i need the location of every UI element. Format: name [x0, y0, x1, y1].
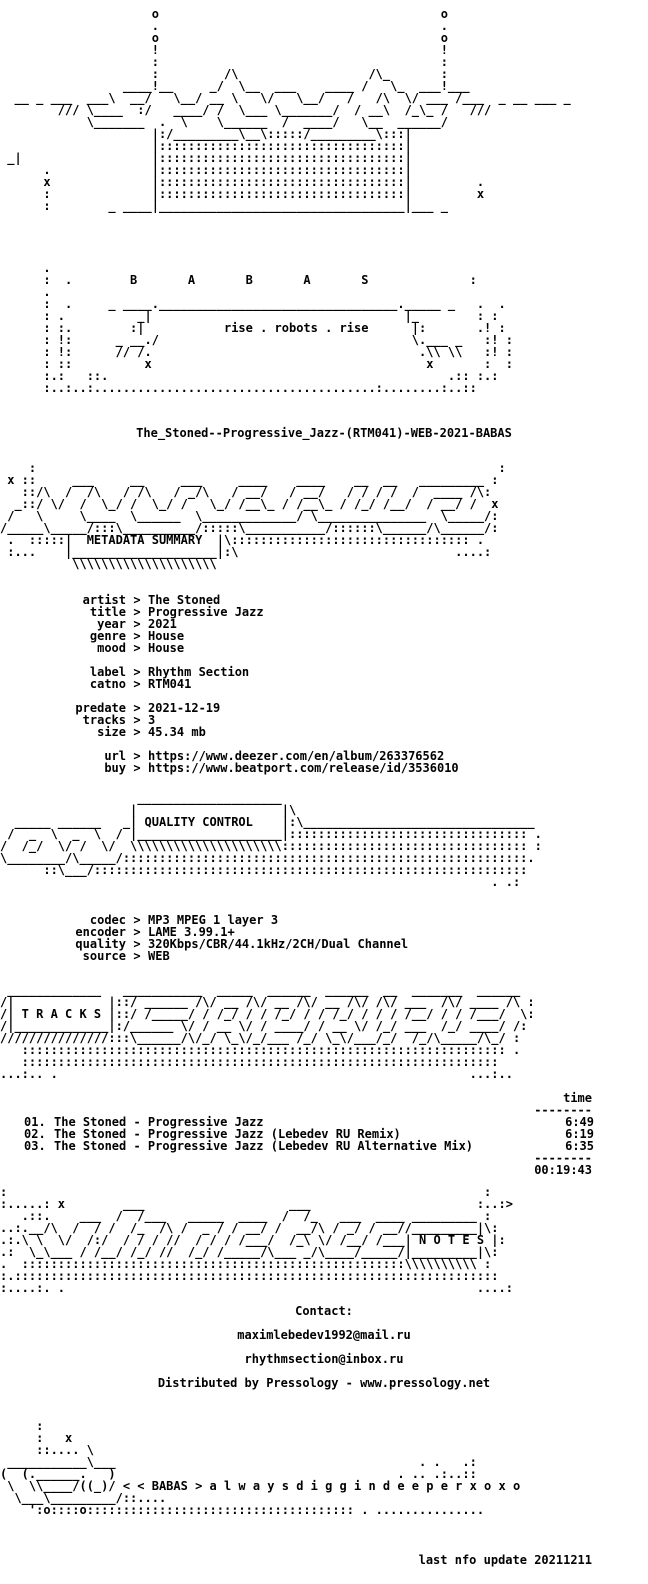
field-key: label: [89, 665, 126, 679]
field-row-mood: mood > House: [0, 642, 459, 654]
field-value: Rhythm Section: [148, 665, 250, 679]
field-value: https://www.deezer.com/en/album/26337656…: [148, 749, 445, 763]
field-value: WEB: [148, 949, 170, 963]
field-key: catno: [89, 677, 126, 691]
field-value: 45.34 mb: [148, 725, 206, 739]
field-key: mood: [97, 641, 126, 655]
field-separator: >: [133, 617, 141, 631]
field-key: tracks: [82, 713, 126, 727]
field-separator: >: [133, 949, 141, 963]
tracks-header-art: _____________ ___________ _____ ______ _…: [0, 983, 535, 1081]
contact-label: Contact:: [295, 1304, 353, 1318]
field-row-buy: buy > https://www.beatport.com/release/id/…: [0, 761, 459, 775]
field-separator: >: [133, 925, 141, 939]
field-value: 320Kbps/CBR/44.1kHz/2CH/Dual Channel: [148, 937, 409, 951]
field-key: year: [97, 617, 126, 631]
track-number: 03.: [24, 1139, 46, 1153]
field-separator: >: [133, 725, 141, 739]
field-value: 3: [148, 713, 156, 727]
notes-header-art: : : :.....: x ___ ___ :..:> .::. ___ / /…: [0, 1185, 513, 1295]
field-value: House: [148, 629, 185, 643]
total-time-rule: --------: [534, 1151, 592, 1165]
field-value: RTM041: [148, 677, 192, 691]
field-row-title: title > Progressive Jazz: [0, 606, 459, 618]
quality-fields: codec > MP3 MPEG 1 layer 3 encoder > LAME 3.9…: [0, 914, 408, 962]
track-number: 01.: [24, 1115, 46, 1129]
field-row-tracks: tracks >3: [0, 714, 459, 726]
field-key: title: [89, 605, 126, 619]
field-group-gap: [0, 690, 459, 702]
track-duration: 6:49: [565, 1115, 594, 1129]
babas-group-banner: . : . B A B A S : . : . _ ____._________…: [43, 261, 513, 395]
field-key: codec: [89, 913, 126, 927]
field-row-encoder: encoder > LAME 3.99.1+: [0, 926, 408, 938]
track-duration: 6:19: [565, 1127, 594, 1141]
field-key: url: [104, 749, 126, 763]
babas-logo-art: o o . . o o !: [7, 7, 571, 213]
field-row-year: year >2021: [0, 618, 459, 630]
time-header-rule: --------: [534, 1103, 592, 1117]
time-column-header: time: [563, 1091, 592, 1105]
field-separator: >: [133, 701, 141, 715]
field-key: encoder: [75, 925, 126, 939]
track-row: 03. The Stoned - Progressive Jazz (Lebede…: [24, 1140, 594, 1152]
field-row-source: source > WEB: [0, 950, 408, 962]
field-value: The Stoned: [148, 593, 221, 607]
track-title: The Stoned - Progressive Jazz (Lebedev R…: [54, 1139, 474, 1153]
field-separator: >: [133, 593, 141, 607]
field-row-size: size >45.34 mb: [0, 726, 459, 738]
track-title: The Stoned - Progressive Jazz: [54, 1115, 264, 1129]
field-row-genre: genre > House: [0, 630, 459, 642]
field-row-catno: catno > RTM041: [0, 678, 459, 690]
field-row-predate: predate >2021-12-19: [0, 702, 459, 714]
field-key: quality: [75, 937, 126, 951]
release-name: The_Stoned--Progressive_Jazz-(RTM041)-WE…: [136, 426, 512, 440]
field-row-quality: quality >320Kbps/CBR/44.1kHz/2CH/Dual Cha…: [0, 938, 408, 950]
field-separator: >: [133, 913, 141, 927]
total-time: 00:19:43: [534, 1163, 592, 1177]
track-title: The Stoned - Progressive Jazz (Lebedev R…: [54, 1127, 401, 1141]
track-number: 02.: [24, 1127, 46, 1141]
field-separator: >: [133, 641, 141, 655]
field-key: size: [97, 725, 126, 739]
field-row-codec: codec > MP3 MPEG 1 layer 3: [0, 914, 408, 926]
field-key: buy: [104, 761, 126, 775]
contact-email-1: maximlebedev1992@mail.ru: [237, 1328, 411, 1342]
field-separator: >: [133, 937, 141, 951]
field-key: genre: [89, 629, 126, 643]
field-separator: >: [133, 629, 141, 643]
track-duration: 6:35: [565, 1139, 594, 1153]
field-value: Progressive Jazz: [148, 605, 264, 619]
track-row: 01. The Stoned - Progressive Jazz 6:49: [24, 1116, 594, 1128]
last-update-line: last nfo update 20211211: [418, 1553, 592, 1567]
field-separator: >: [133, 761, 141, 775]
field-value: 2021: [148, 617, 177, 631]
contact-email-2: rhythmsection@inbox.ru: [244, 1352, 404, 1366]
field-separator: >: [133, 749, 141, 763]
field-value: House: [148, 641, 185, 655]
distribution-credit: Distributed by Pressology - www.pressolo…: [157, 1376, 491, 1390]
footer-signature-art: : : x ::.... \ ___________\___ . . .: ( …: [0, 1419, 521, 1517]
field-separator: >: [133, 677, 141, 691]
track-row: 02. The Stoned - Progressive Jazz (Lebede…: [24, 1128, 594, 1140]
field-row-label: label > Rhythm Section: [0, 666, 459, 678]
metadata-summary-header-art: : : x :: ___ __ ___ ____ ____ __ __ ____…: [0, 461, 506, 571]
field-value: MP3 MPEG 1 layer 3: [148, 913, 279, 927]
field-separator: >: [133, 665, 141, 679]
field-row-artist: artist > The Stoned: [0, 594, 459, 606]
field-value: https://www.beatport.com/release/id/3536…: [148, 761, 459, 775]
field-key: artist: [82, 593, 126, 607]
field-value: LAME 3.99.1+: [148, 925, 235, 939]
field-separator: >: [133, 605, 141, 619]
field-row-url: url > https://www.deezer.com/en/album/2633…: [0, 750, 459, 762]
field-value: 2021-12-19: [148, 701, 221, 715]
quality-control-header-art: ____________________ | |\ _____ ______ _…: [0, 791, 542, 889]
field-separator: >: [133, 713, 141, 727]
field-key: source: [82, 949, 126, 963]
field-key: predate: [75, 701, 126, 715]
